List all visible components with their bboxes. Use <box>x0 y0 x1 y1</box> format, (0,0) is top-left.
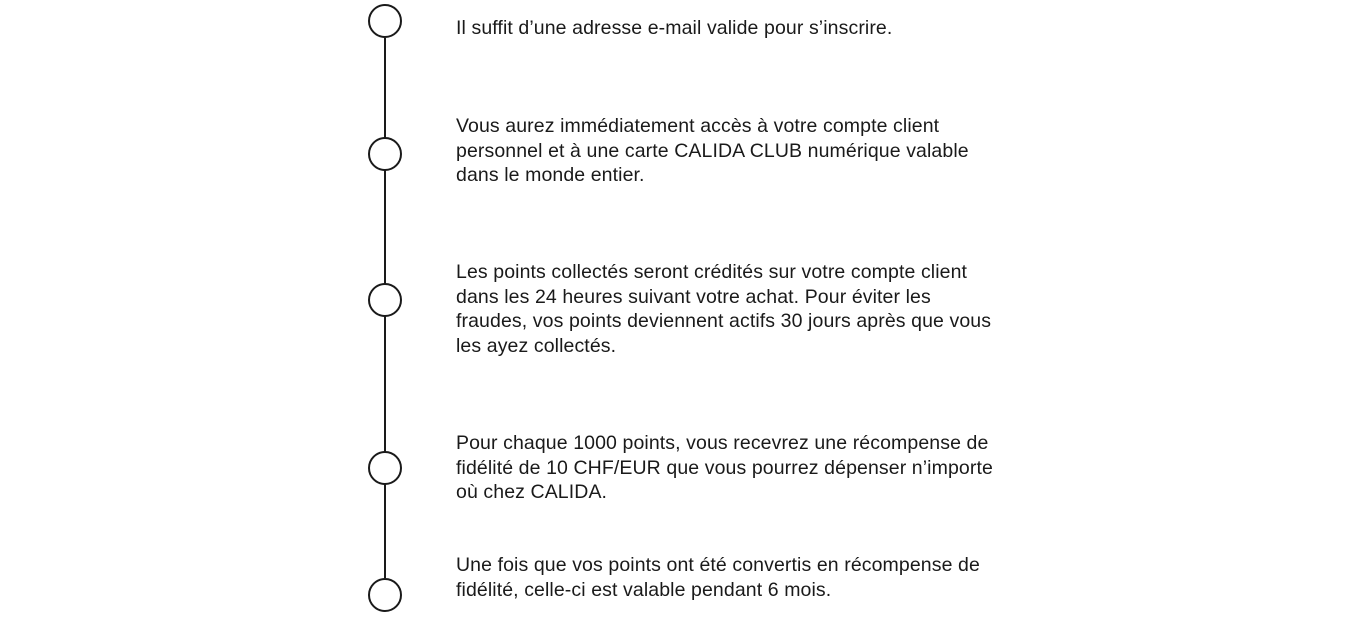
step-5-circle-icon <box>368 578 402 612</box>
step-3-text: Les points collectés seront crédités sur… <box>456 261 992 357</box>
step-4-circle-icon <box>368 451 402 485</box>
step-4-text: Pour chaque 1000 points, vous recevrez u… <box>456 432 993 503</box>
step-1-circle-icon <box>368 4 402 38</box>
step-3-circle-icon <box>368 283 402 317</box>
step-2-text: Vous aurez immédiatement accès à votre c… <box>456 115 969 186</box>
step-2-circle-icon <box>368 137 402 171</box>
step-5-text: Une fois que vos points ont été converti… <box>456 554 980 601</box>
step-1-text: Il suffit d’une adresse e-mail valide po… <box>456 17 893 39</box>
